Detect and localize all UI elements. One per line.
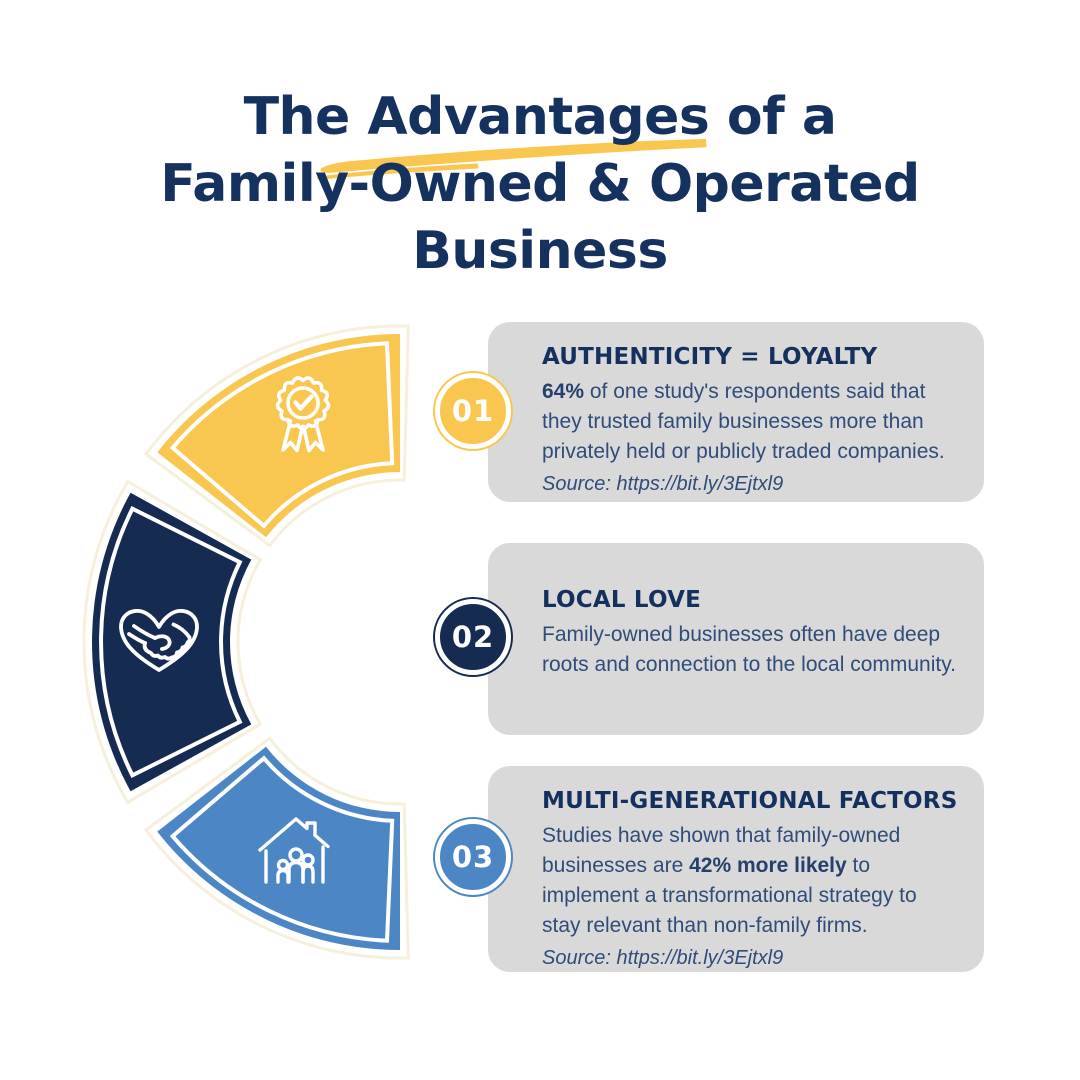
swoosh-tail-stroke [316,163,479,180]
page-title: The Advantages of a Family-Owned & Opera… [0,84,1080,285]
award-ribbon-icon [275,376,331,453]
card-body: Studies have shown that family-owned bus… [542,824,917,937]
rosette-inner-circle [286,386,320,420]
halo-segment-2 [82,479,263,805]
hand-knuckles [170,635,192,660]
card-multigenerational-factors: MULTI-GENERATIONAL FACTORS Studies have … [488,766,984,972]
card-heading: AUTHENTICITY = LOYALTY [542,344,878,370]
ribbon-right [301,419,325,453]
title-line-1: The Advantages of a [243,87,837,147]
card-body: 64% of one study's respondents said that… [542,380,945,463]
card-body: Family-owned businesses often have deep … [542,623,957,676]
heart-outline [119,608,199,672]
title-line-3: Business [412,221,668,281]
card-authenticity-loyalty: AUTHENTICITY = LOYALTY 64% of one study'… [488,322,984,502]
hand-fingers [142,641,174,661]
inset-outline-2 [99,506,243,778]
advantages-wheel [91,334,400,950]
ribbon-left [281,419,305,453]
step-number: 02 [451,620,495,654]
rosette-checkmark [293,394,314,411]
card-local-love: LOCAL LOVE Family-owned businesses often… [488,543,984,735]
inset-outline-3 [169,755,395,943]
wheel-inset-outlines [99,341,395,943]
hand-thumb [153,634,172,651]
wheel-segment-local-love [91,492,252,792]
handshake-heart-icon [119,608,199,672]
card-source-link[interactable]: Source: https://bit.ly/3Ejtxl9 [542,473,784,495]
step-number: 01 [451,394,495,428]
halo-segment-1 [143,324,410,548]
halo-segment-3 [143,736,410,960]
step-badge-02: 02 [435,599,511,675]
title-line-2: Family-Owned & Operated [160,154,920,214]
hand-sleeve-top [132,624,157,640]
highlight-swoosh [316,139,707,180]
wheel-segment-multigenerational [157,746,400,950]
inset-outline-1 [169,341,395,529]
hand-wrist-right [171,622,192,640]
card-heading: LOCAL LOVE [542,587,702,613]
step-number: 03 [451,840,495,874]
card-source-link[interactable]: Source: https://bit.ly/3Ejtxl9 [542,947,784,969]
step-badge-03: 03 [435,819,511,895]
house-roof-chimney [258,817,330,852]
wheel-segment-authenticity [157,334,400,538]
family-home-icon [258,817,330,884]
card-heading: MULTI-GENERATIONAL FACTORS [542,788,958,814]
family-adult2-body [301,864,315,884]
swoosh-main-stroke [320,139,707,173]
wheel-halo-outlines [82,324,410,960]
step-badge-01: 01 [435,373,511,449]
